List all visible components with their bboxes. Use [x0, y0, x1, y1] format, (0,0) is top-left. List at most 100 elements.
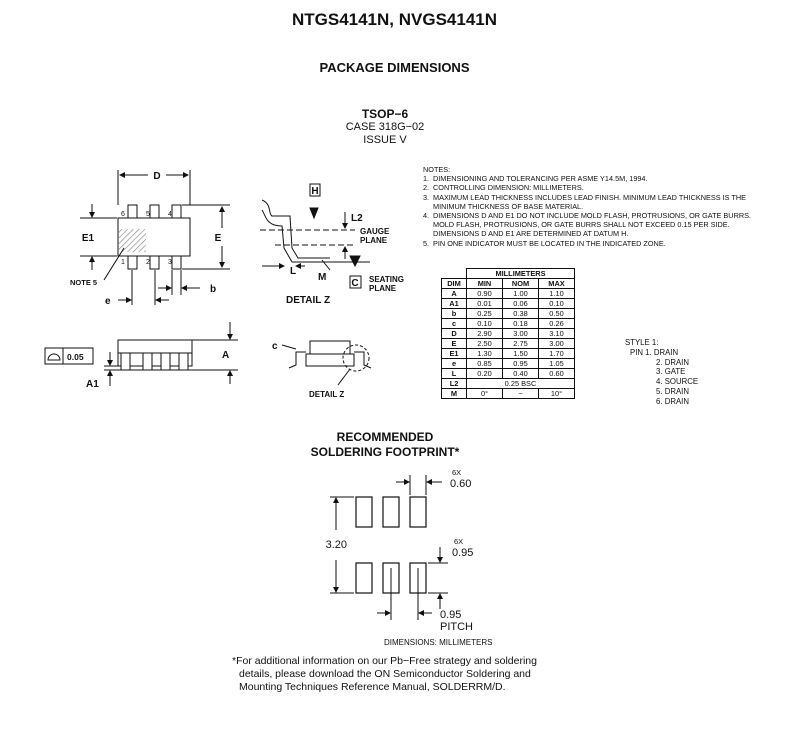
note-item: 3.MAXIMUM LEAD THICKNESS INCLUDES LEAD F… — [423, 193, 763, 211]
e1-label: E1 — [82, 233, 95, 244]
width-value: 0.60 — [450, 478, 471, 490]
pin-label: 3 — [168, 259, 172, 266]
pin-name: DRAIN — [664, 386, 689, 396]
pin-label: 4. — [656, 377, 663, 387]
notes-block: NOTES: 1.DIMENSIONING AND TOLERANCING PE… — [423, 165, 763, 248]
a-label: A — [222, 350, 229, 361]
c-label: c — [272, 341, 278, 352]
end-lead-left — [288, 351, 306, 369]
end-body-bottom — [305, 353, 355, 367]
footprint-labels: 6X 0.60 6X 0.95 3.20 0.95 PITCH DIMENSIO… — [326, 468, 493, 647]
length-qty: 6X — [454, 537, 463, 546]
gauge-label: PLANE — [360, 236, 388, 245]
pin-label: 5. — [656, 386, 663, 396]
pin-row: 5. DRAIN — [616, 387, 698, 397]
datum-c-box — [349, 275, 362, 289]
pitch-label: PITCH — [440, 621, 473, 633]
pin-label: 3. — [656, 367, 663, 377]
pin-label: 6. — [656, 396, 663, 406]
pitch-value: 0.95 — [440, 609, 461, 621]
note-text: DIMENSIONING AND TOLERANCING PER ASME Y1… — [433, 174, 648, 184]
end-view — [281, 340, 372, 386]
pin-label: PIN 1. — [630, 347, 652, 357]
footprint-dimensions — [330, 475, 448, 620]
end-view-labels: c DETAIL Z — [272, 341, 344, 399]
side-body-bottom — [117, 352, 193, 367]
cell-max: 10° — [538, 388, 575, 399]
note5-leader — [103, 247, 125, 281]
side-lead — [178, 352, 189, 371]
datum-h-triangle — [309, 207, 319, 220]
e-pitch-label: e — [105, 296, 111, 307]
package-name: TSOP−6 — [361, 107, 409, 121]
note-text: MAXIMUM LEAD THICKNESS INCLUDES LEAD FIN… — [433, 192, 747, 211]
footprint-heading-line: SOLDERING FOOTPRINT* — [310, 445, 460, 459]
footnote: *For additional information on our Pb−Fr… — [232, 655, 592, 694]
note-item: 4.DIMENSIONS D AND E1 DO NOT INCLUDE MOL… — [423, 211, 763, 239]
height-value: 3.20 — [326, 539, 347, 551]
units-label: DIMENSIONS: MILLIMETERS — [384, 638, 492, 647]
pin-label: 1 — [121, 259, 125, 266]
package-case: CASE 318G−02 — [345, 121, 425, 133]
pin1-zone — [118, 229, 146, 252]
end-detail-caption: DETAIL Z — [309, 390, 344, 399]
pin-name: DRAIN — [653, 347, 679, 357]
end-lead-right — [354, 351, 372, 369]
footprint-pad — [382, 496, 400, 528]
lead-2 — [149, 255, 160, 270]
footprint-pad — [409, 496, 427, 528]
note-number: 1. — [423, 174, 430, 184]
pin-name: DRAIN — [664, 396, 689, 406]
note-number: 2. — [423, 183, 430, 193]
detail-z-caption: DETAIL Z — [286, 295, 330, 306]
tolerance-value: 0.05 — [67, 352, 84, 362]
side-lead — [160, 352, 171, 371]
note5-label: NOTE 5 — [70, 278, 97, 287]
datum-h-label: H — [311, 186, 318, 197]
datum-h-box — [309, 183, 321, 197]
lead-3 — [171, 255, 182, 270]
detail-z-view — [260, 183, 370, 289]
top-view-labels: D E1 E b e NOTE 5 6 5 4 1 2 3 — [70, 171, 222, 307]
flatness-symbol-icon — [47, 353, 61, 361]
detail-leader — [337, 368, 351, 386]
seating-label: SEATING — [369, 275, 404, 284]
detail-circle — [342, 344, 370, 372]
pin-row: PIN 1. DRAIN — [616, 348, 698, 358]
note-item: 1.DIMENSIONING AND TOLERANCING PER ASME … — [423, 174, 763, 183]
pin-row: 6. DRAIN — [616, 397, 698, 407]
pin-label: 6 — [121, 211, 125, 218]
lead-4 — [171, 204, 182, 219]
note-text: DIMENSIONS D AND E1 DO NOT INCLUDE MOLD … — [433, 211, 752, 239]
footnote-line: details, please download the ON Semicond… — [239, 668, 531, 680]
lead-6 — [127, 204, 138, 219]
seating-label: PLANE — [369, 284, 397, 293]
m-angle-leader — [321, 259, 331, 271]
detail-z-labels: H C L2 L M GAUGE PLANE SEATING PLANE DET… — [286, 186, 404, 306]
a1-label: A1 — [86, 379, 99, 390]
footprint-heading: RECOMMENDED SOLDERING FOOTPRINT* — [280, 430, 490, 460]
lead-1 — [127, 255, 138, 270]
d-label: D — [153, 171, 160, 182]
l2-label: L2 — [351, 213, 363, 224]
e-label: E — [215, 233, 222, 244]
b-label: b — [210, 284, 216, 295]
note-text: PIN ONE INDICATOR MUST BE LOCATED IN THE… — [433, 238, 666, 248]
side-view-labels: 0.05 A A1 — [67, 350, 229, 390]
side-body-top — [117, 339, 193, 354]
pin-row: 3. GATE — [616, 367, 698, 377]
pin-label: 4 — [168, 211, 172, 218]
lead-profile — [261, 209, 330, 263]
lead-5 — [149, 204, 160, 219]
side-lead — [142, 352, 153, 371]
pin-row: 4. SOURCE — [616, 377, 698, 387]
pin-label: 2. — [656, 357, 663, 367]
pin-name: DRAIN — [664, 357, 689, 367]
l-label: L — [290, 266, 296, 277]
